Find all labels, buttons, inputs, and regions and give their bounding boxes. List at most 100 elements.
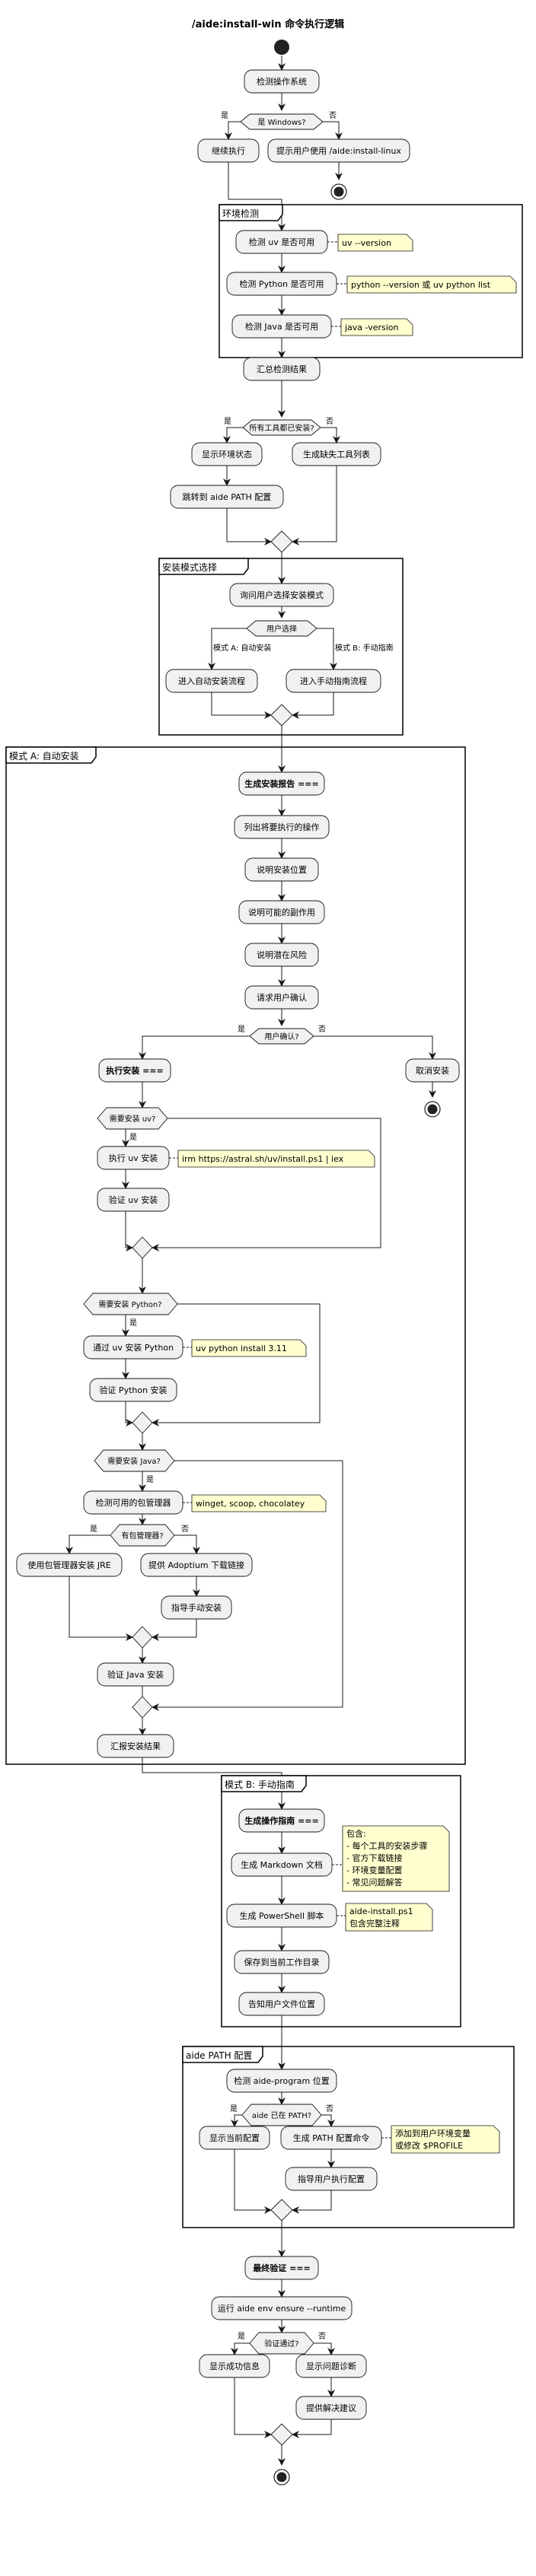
svg-text:是 Windows?: 是 Windows? [257, 118, 305, 127]
activity-show-env: 显示环境状态 [191, 442, 263, 466]
svg-text:是: 是 [129, 1133, 137, 1142]
decision-verify-pass: 验证通过? 是 否 [238, 2332, 326, 2355]
svg-text:提供解决建议: 提供解决建议 [306, 2403, 356, 2413]
svg-text:说明可能的副作用: 说明可能的副作用 [248, 907, 315, 918]
activity-verify-uv: 验证 uv 安装 [97, 1188, 170, 1212]
svg-text:运行 aide env ensure --runtime: 运行 aide env ensure --runtime [218, 2304, 346, 2314]
decision-all-installed: 所有工具都已安装? 是 否 [224, 417, 333, 436]
partition-env-detect: 环境检测 [219, 204, 523, 358]
svg-text:irm https://astral.sh/uv/insta: irm https://astral.sh/uv/install.ps1 | i… [182, 1154, 344, 1164]
svg-text:是: 是 [90, 1525, 97, 1534]
svg-text:否: 否 [318, 2332, 326, 2341]
svg-text:生成安装报告 ===: 生成安装报告 === [244, 778, 318, 789]
activity-give-advice: 提供解决建议 [295, 2396, 367, 2420]
partition-title: aide PATH 配置 [186, 2050, 252, 2061]
partition-mode-a: 模式 A: 自动安装 [5, 746, 466, 1765]
svg-text:python --version 或 uv python l: python --version 或 uv python list [351, 280, 491, 290]
activity-continue: 继续执行 [197, 138, 260, 163]
partition-title: 模式 A: 自动安装 [9, 750, 79, 762]
decision-in-path: aide 已在 PATH? 是 否 [230, 2104, 333, 2126]
svg-text:检测 uv 是否可用: 检测 uv 是否可用 [249, 237, 314, 247]
svg-text:跳转到 aide PATH 配置: 跳转到 aide PATH 配置 [183, 491, 272, 502]
svg-text:执行 uv 安装: 执行 uv 安装 [109, 1153, 158, 1163]
activity-detect-os: 检测操作系统 [244, 69, 320, 94]
decision-need-uv: 需要安装 uv? 是 [97, 1107, 168, 1142]
merge-diamond [132, 1626, 153, 1649]
activity-jump-path: 跳转到 aide PATH 配置 [170, 485, 284, 509]
note-powershell: aide-install.ps1 包含完整注释 [337, 1903, 433, 1932]
svg-text:说明潜在风险: 说明潜在风险 [257, 949, 307, 960]
svg-text:显示问题诊断: 显示问题诊断 [306, 2361, 356, 2371]
svg-text:- 官方下载链接: - 官方下载链接 [346, 1852, 402, 1863]
svg-text:java -version: java -version [344, 323, 399, 332]
svg-text:需要安装 uv?: 需要安装 uv? [110, 1114, 156, 1124]
svg-text:检测可用的包管理器: 检测可用的包管理器 [96, 1497, 171, 1508]
partition-title: 模式 B: 手动指南 [225, 1779, 295, 1790]
note-java: java -version [331, 318, 413, 336]
svg-text:检测 aide-program 位置: 检测 aide-program 位置 [234, 2075, 329, 2086]
decision-need-python: 需要安装 Python? 是 [83, 1293, 178, 1328]
note-uv-python: uv python install 3.11 [183, 1339, 307, 1357]
svg-text:需要安装 Java?: 需要安装 Java? [107, 1456, 161, 1466]
svg-text:指导用户执行配置: 指导用户执行配置 [298, 2174, 365, 2184]
svg-text:指导手动安装: 指导手动安装 [171, 1602, 222, 1613]
activity-gen-missing: 生成缺失工具列表 [292, 442, 381, 466]
activity-list-ops: 列出将要执行的操作 [234, 815, 330, 839]
svg-text:- 常见问题解答: - 常见问题解答 [346, 1877, 402, 1887]
decision-is-windows: 是 Windows? 是 否 [221, 111, 337, 130]
activity-explain-risk: 说明潜在风险 [244, 943, 319, 967]
svg-text:是: 是 [224, 417, 231, 426]
svg-text:使用包管理器安装 JRE: 使用包管理器安装 JRE [27, 1560, 110, 1570]
activity-explain-side: 说明可能的副作用 [238, 900, 325, 924]
merge-diamond [132, 1236, 153, 1259]
merge-diamond [132, 1696, 153, 1719]
svg-text:添加到用户环境变量: 添加到用户环境变量 [395, 2128, 471, 2139]
svg-text:模式 B: 手动指南: 模式 B: 手动指南 [335, 643, 394, 653]
activity-guide-manual: 指导手动安装 [161, 1595, 232, 1620]
activity-enter-manual: 进入手动指南流程 [286, 669, 381, 693]
svg-text:模式 A: 自动安装: 模式 A: 自动安装 [213, 643, 271, 653]
svg-text:最终验证 ===: 最终验证 === [253, 2263, 310, 2273]
decision-user-choice: 用户选择 模式 A: 自动安装 模式 B: 手动指南 [213, 620, 394, 653]
svg-text:显示环境状态: 显示环境状态 [202, 449, 252, 460]
merge-diamond [270, 2423, 293, 2446]
edges [65, 56, 436, 2466]
svg-text:验证 uv 安装: 验证 uv 安装 [109, 1194, 158, 1205]
svg-text:说明安装位置: 说明安装位置 [257, 864, 307, 875]
svg-text:请求用户确认: 请求用户确认 [257, 992, 307, 1003]
svg-text:包含:: 包含: [346, 1828, 366, 1839]
svg-text:执行安装 ===: 执行安装 === [106, 1065, 163, 1076]
svg-text:进入自动安装流程: 进入自动安装流程 [178, 676, 245, 686]
activity-explain-location: 说明安装位置 [244, 857, 319, 882]
svg-text:aide 已在 PATH?: aide 已在 PATH? [252, 2111, 311, 2120]
svg-text:否: 否 [318, 1025, 326, 1034]
merge-diamond [132, 1411, 153, 1434]
activity-install-python: 通过 uv 安装 Python [83, 1335, 183, 1360]
decision-need-java: 需要安装 Java? 是 [94, 1449, 175, 1484]
svg-text:取消安装: 取消安装 [416, 1065, 449, 1076]
activity-report-result: 汇报安装结果 [97, 1734, 174, 1758]
activity-gen-ps: 生成 PowerShell 脚本 [226, 1903, 337, 1928]
svg-text:uv python install 3.11: uv python install 3.11 [196, 1344, 287, 1353]
activity-final-verify: 最终验证 === [244, 2256, 319, 2280]
svg-text:否: 否 [329, 111, 337, 120]
svg-text:有包管理器?: 有包管理器? [121, 1531, 163, 1541]
decision-user-confirm: 用户确认? 是 否 [238, 1025, 326, 1045]
svg-text:检测 Java 是否可用: 检测 Java 是否可用 [245, 321, 318, 332]
note-uv: uv --version [327, 234, 413, 252]
svg-text:所有工具都已安装?: 所有工具都已安装? [249, 423, 314, 433]
svg-text:汇报安装结果: 汇报安装结果 [110, 1741, 161, 1751]
activity-check-java: 检测 Java 是否可用 [231, 314, 332, 339]
svg-text:是: 是 [238, 2332, 245, 2341]
start-node [274, 40, 289, 55]
svg-text:生成 PowerShell 脚本: 生成 PowerShell 脚本 [239, 1910, 324, 1921]
stop-node [424, 1101, 441, 1118]
svg-text:通过 uv 安装 Python: 通过 uv 安装 Python [93, 1342, 174, 1353]
activity-gen-report: 生成安装报告 === [238, 771, 325, 796]
activity-save-dir: 保存到当前工作目录 [234, 1950, 330, 1974]
svg-text:是: 是 [230, 2104, 238, 2113]
decision-has-pm: 有包管理器? 是 否 [90, 1524, 189, 1547]
svg-text:验证 Python 安装: 验证 Python 安装 [99, 1385, 167, 1395]
svg-text:生成 Markdown 文档: 生成 Markdown 文档 [241, 1859, 323, 1870]
